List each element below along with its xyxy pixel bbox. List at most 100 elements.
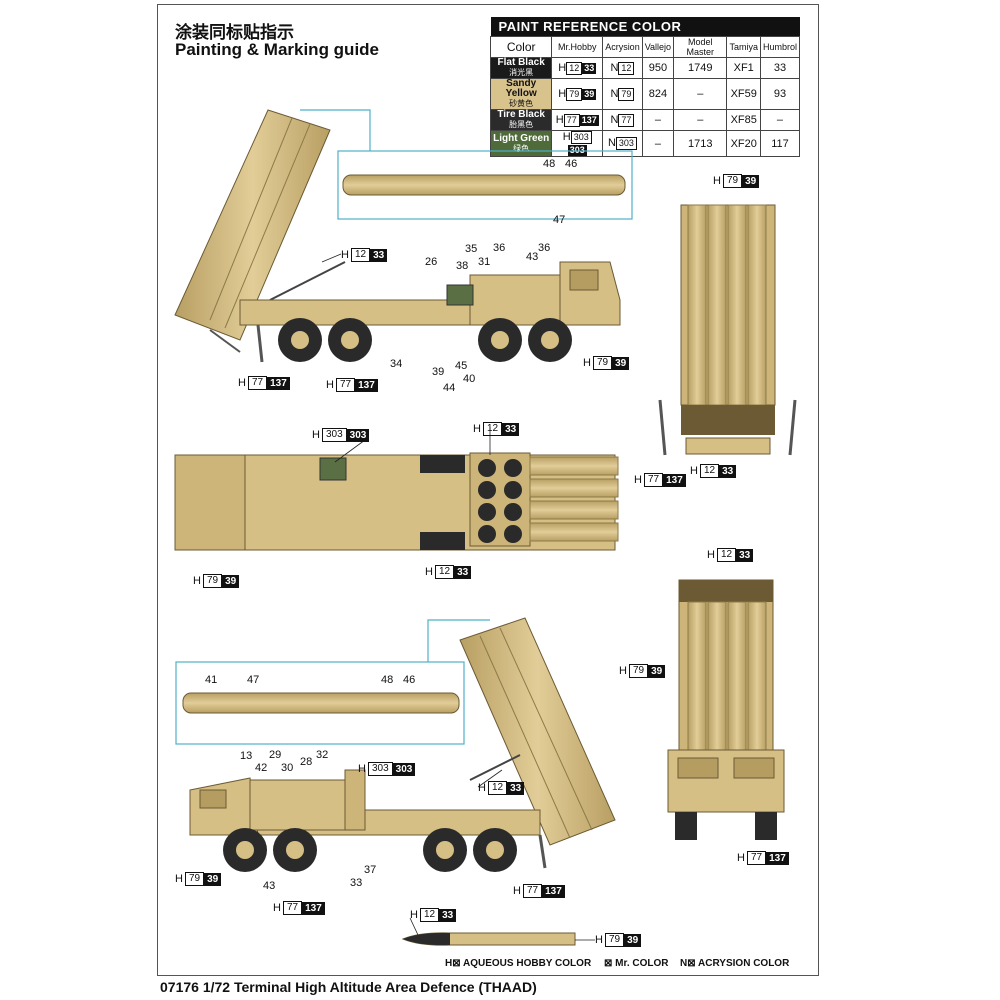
missile-canister-1	[342, 174, 626, 196]
decal-number: 47	[247, 674, 260, 686]
paint-table-title: PAINT REFERENCE COLOR	[490, 17, 800, 37]
paint-reference-table: PAINT REFERENCE COLOR Color Mr.Hobby Acr…	[489, 17, 801, 157]
top-view-cab	[174, 454, 246, 551]
decal-number: 40	[463, 373, 476, 385]
top-view	[174, 452, 619, 551]
legend-mr-color: ⊠ Mr. COLOR	[604, 958, 669, 969]
decal-number: 43	[526, 251, 539, 263]
tamiya-code: XF20	[726, 130, 761, 157]
front-view	[667, 579, 785, 840]
humbrol-code: 93	[759, 78, 801, 110]
modelmaster-code: –	[673, 78, 728, 110]
decal-number: 38	[456, 260, 469, 272]
vallejo-code: 824	[641, 78, 675, 110]
missile-drawing	[401, 932, 576, 946]
decal-number: 34	[390, 358, 403, 370]
decal-number: 48	[543, 158, 556, 170]
humbrol-code: –	[759, 109, 801, 131]
col-color: Color	[489, 36, 553, 58]
decal-number: 47	[553, 214, 566, 226]
decal-number: 30	[281, 762, 294, 774]
decal-number: 33	[350, 877, 363, 889]
missile-canister-2	[182, 692, 460, 714]
decal-number: 43	[263, 880, 276, 892]
decal-number: 45	[455, 360, 468, 372]
tamiya-code: XF1	[726, 57, 761, 79]
col-mrhobby: Mr.Hobby	[551, 36, 604, 58]
decal-number: 42	[255, 762, 268, 774]
decal-number: 46	[403, 674, 416, 686]
decal-number: 39	[432, 366, 445, 378]
title-chinese: 涂装同标贴指示	[175, 23, 294, 43]
legend-acrysion: N⊠ ACRYSION COLOR	[680, 958, 790, 969]
decal-number: 31	[478, 256, 491, 268]
decal-number: 32	[316, 749, 329, 761]
col-modelmaster: Model Master	[673, 36, 728, 58]
footer-title: 07176 1/72 Terminal High Altitude Area D…	[160, 979, 537, 995]
vallejo-code: –	[641, 130, 675, 157]
decal-number: 29	[269, 749, 282, 761]
legend-aqueous: H⊠ AQUEOUS HOBBY COLOR	[445, 958, 592, 969]
humbrol-code: 117	[759, 130, 801, 157]
decal-number: 26	[425, 256, 438, 268]
inset-missile-top	[337, 150, 633, 220]
side-view-left	[175, 617, 616, 872]
launcher-pod-raised-2	[459, 617, 616, 846]
decal-number: 13	[240, 750, 253, 762]
modelmaster-code: 1713	[673, 130, 728, 157]
rear-view-raised	[658, 204, 797, 456]
decal-number: 41	[205, 674, 218, 686]
launcher-pod-raised	[174, 109, 331, 341]
decal-number: 35	[465, 243, 478, 255]
decal-number: 28	[300, 756, 313, 768]
col-humbrol: Humbrol	[759, 36, 801, 58]
page-frame	[157, 4, 819, 976]
title-english: Painting & Marking guide	[175, 40, 380, 59]
decal-number: 36	[538, 242, 551, 254]
decal-number: 37	[364, 864, 377, 876]
vallejo-code: 950	[641, 57, 675, 79]
decal-number: 46	[565, 158, 578, 170]
decal-number: 48	[381, 674, 394, 686]
col-vallejo: Vallejo	[641, 36, 675, 58]
inset-missile-bottom	[175, 661, 465, 745]
col-tamiya: Tamiya	[726, 36, 761, 58]
decal-number: 44	[443, 382, 456, 394]
side-view-right	[174, 109, 633, 363]
humbrol-code: 33	[759, 57, 801, 79]
